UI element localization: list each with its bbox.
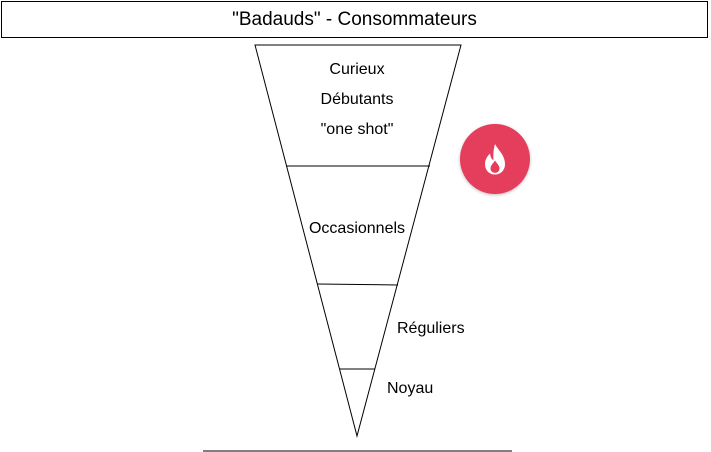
tier-label-occasionnels: Occasionnels xyxy=(308,220,406,237)
tier-divider-2 xyxy=(316,283,399,286)
tier-label-debutants: Débutants xyxy=(320,91,394,108)
diagram-title-box: "Badauds" - Consommateurs xyxy=(1,1,708,38)
fire-badge xyxy=(460,124,530,194)
tier-label-one-shot: "one shot" xyxy=(320,121,394,138)
diagram-title: "Badauds" - Consommateurs xyxy=(232,8,477,30)
tier-label-reguliers: Réguliers xyxy=(397,320,465,337)
fire-icon xyxy=(485,144,505,175)
tier-label-curieux: Curieux xyxy=(329,61,385,78)
tier-label-noyau: Noyau xyxy=(387,380,434,397)
funnel-outline xyxy=(254,44,462,438)
